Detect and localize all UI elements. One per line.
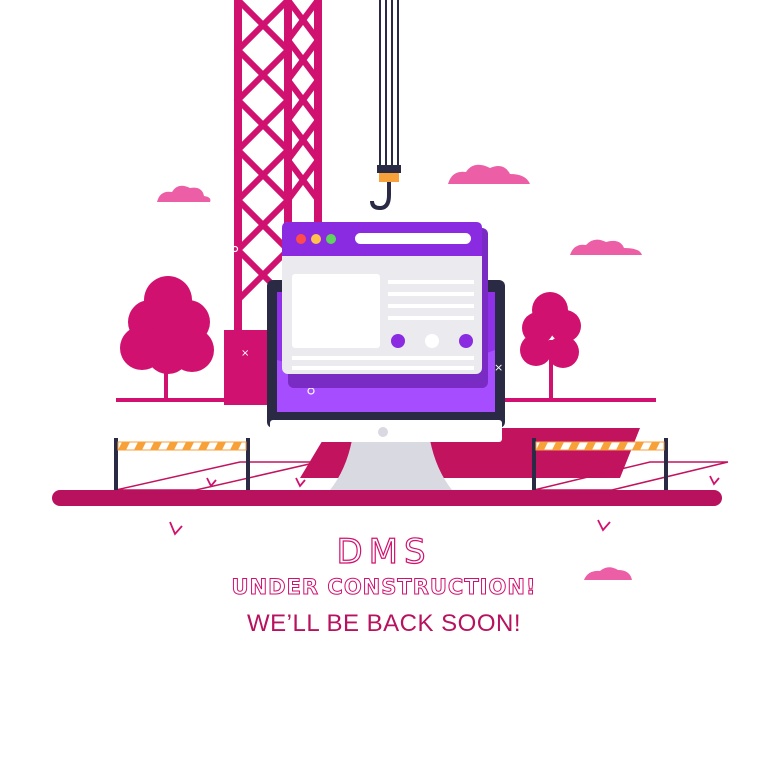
tree-icon <box>120 276 214 400</box>
cloud-icon <box>157 185 211 202</box>
tree-icon <box>520 292 581 400</box>
ground <box>52 490 722 506</box>
page-title: DMS <box>336 531 432 572</box>
barrier-icon <box>114 438 319 494</box>
svg-text:×: × <box>494 361 503 374</box>
browser-window-icon <box>282 222 488 388</box>
sparkle-icon <box>231 245 239 253</box>
cloud-icon <box>584 567 632 580</box>
cloud-icon <box>570 239 642 255</box>
status-heading: UNDER CONSTRUCTION! <box>231 575 537 600</box>
barrier-icon <box>532 438 729 494</box>
arrow-icon <box>169 475 720 536</box>
status-message: WE’LL BE BACK SOON! <box>246 610 521 637</box>
cloud-icon <box>448 164 530 184</box>
svg-text:×: × <box>241 348 249 359</box>
hook-icon <box>370 0 401 211</box>
